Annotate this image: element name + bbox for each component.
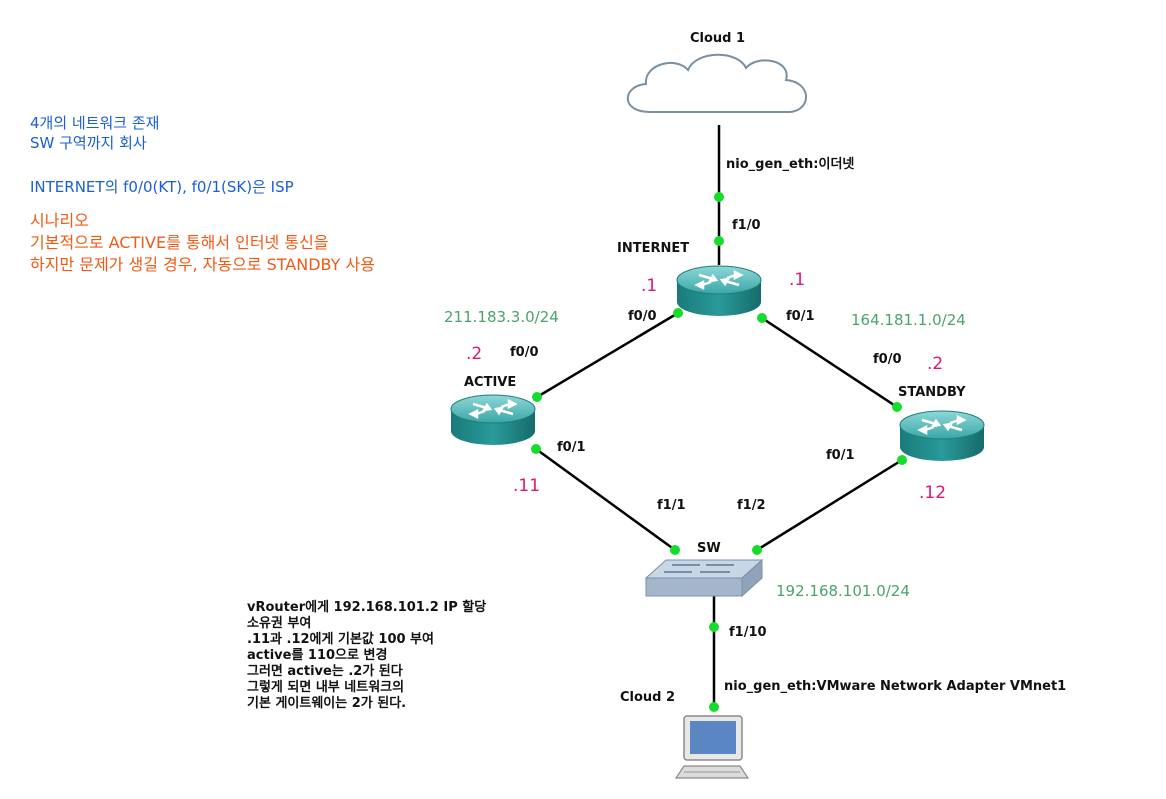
link-internet-standby (761, 316, 898, 409)
ip-label: .2 (466, 344, 482, 364)
note-line: active를 110으로 변경 (247, 648, 388, 663)
cloud2-nio-label: nio_gen_eth:VMware Network Adapter VMnet… (724, 679, 1066, 694)
note-line: 기본적으로 ACTIVE를 통해서 인터넷 통신을 (30, 233, 329, 252)
port-dot (532, 392, 542, 402)
note-line: .11과 .12에게 기본값 100 부여 (247, 632, 434, 647)
note-line: vRouter에게 192.168.101.2 IP 할당 (247, 600, 487, 615)
note-line: 그렇게 되면 내부 네트워크의 (247, 680, 405, 695)
port-dot (673, 308, 683, 318)
port-dot (709, 702, 719, 712)
internet-router-icon[interactable] (675, 264, 763, 318)
standby-label: STANDBY (898, 385, 966, 400)
network-label: 211.183.3.0/24 (444, 308, 559, 326)
link-internet-active (536, 311, 679, 399)
pc-icon[interactable] (674, 715, 750, 779)
active-label: ACTIVE (464, 375, 516, 390)
cloud1-label: Cloud 1 (690, 31, 745, 46)
ip-label: .11 (513, 476, 540, 496)
network-label: 164.181.1.0/24 (851, 311, 966, 329)
link-active-sw (535, 447, 676, 552)
interface-label: f0/0 (628, 309, 657, 324)
ip-label: .12 (919, 483, 946, 503)
interface-label: f0/0 (873, 352, 902, 367)
note-line: 그러면 active는 .2가 된다 (247, 664, 403, 679)
interface-label: f0/1 (557, 440, 586, 455)
port-dot (709, 622, 719, 632)
sw-label: SW (697, 541, 721, 556)
note-line: 시나리오 (30, 211, 89, 230)
port-dot (752, 545, 762, 555)
interface-label: f1/2 (737, 498, 766, 513)
note-line: 하지만 문제가 생길 경우, 자동으로 STANDBY 사용 (30, 255, 375, 274)
interface-label: f0/1 (786, 309, 815, 324)
network-label: 192.168.101.0/24 (776, 582, 910, 600)
link-standby-sw (756, 458, 903, 552)
port-dot (892, 402, 902, 412)
ip-label: .2 (927, 354, 943, 374)
notes-blue: 4개의 네트워크 존재 SW 구역까지 회사 INTERNET의 f0/0(KT… (30, 113, 294, 197)
note-line: 기본 게이트웨이는 2가 된다. (247, 696, 407, 711)
interface-label: f0/0 (510, 345, 539, 360)
interface-label: f0/1 (826, 448, 855, 463)
ip-label: .1 (641, 276, 657, 296)
ip-label: .1 (789, 270, 805, 290)
active-router-icon[interactable] (449, 393, 537, 447)
port-dot (670, 545, 680, 555)
note-line: SW 구역까지 회사 (30, 134, 147, 152)
port-dot (897, 455, 907, 465)
cloud1-nio-label: nio_gen_eth:이더넷 (726, 156, 854, 172)
notes-black: vRouter에게 192.168.101.2 IP 할당 소유권 부여 .11… (247, 600, 486, 712)
cloud2-label: Cloud 2 (620, 690, 675, 705)
internet-label: INTERNET (617, 241, 689, 256)
note-line: INTERNET의 f0/0(KT), f0/1(SK)은 ISP (30, 178, 294, 196)
port-dot (714, 192, 724, 202)
note-line: 소유권 부여 (247, 616, 312, 631)
interface-label: f1/10 (729, 625, 767, 640)
port-dot (757, 313, 767, 323)
switch-icon[interactable] (644, 558, 764, 598)
standby-router-icon[interactable] (898, 409, 986, 463)
interface-label: f1/0 (732, 218, 761, 233)
port-dot (714, 236, 724, 246)
port-dot (531, 444, 541, 454)
cloud-icon[interactable] (626, 53, 807, 113)
note-line: 4개의 네트워크 존재 (30, 114, 160, 132)
interface-label: f1/1 (657, 498, 686, 513)
notes-orange: 시나리오 기본적으로 ACTIVE를 통해서 인터넷 통신을 하지만 문제가 생… (30, 210, 375, 276)
